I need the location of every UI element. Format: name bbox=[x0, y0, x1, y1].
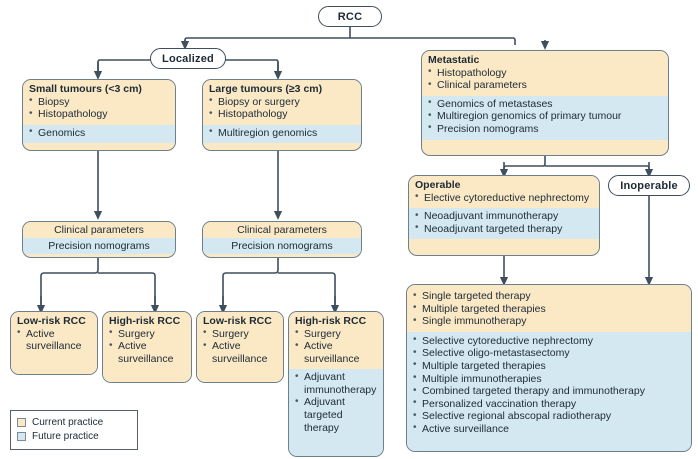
list-item: Active surveillance bbox=[295, 340, 377, 365]
list-item: Adjuvant immunotherapy bbox=[295, 371, 377, 396]
list-item: Adjuvant targeted therapy bbox=[295, 396, 377, 434]
box-operable-header: Operable bbox=[415, 179, 461, 191]
list-item: Single immunotherapy bbox=[413, 315, 685, 328]
node-inoperable[interactable]: Inoperable bbox=[608, 175, 690, 196]
list-item: Personalized vaccination therapy bbox=[413, 397, 685, 411]
box-metastatic[interactable]: Metastatic Histopathology Clinical param… bbox=[421, 50, 669, 156]
box-nomogram-right-current: Clinical parameters bbox=[203, 222, 361, 238]
node-inoperable-label: Inoperable bbox=[620, 179, 678, 192]
node-rcc-label: RCC bbox=[337, 10, 363, 23]
box-nomogram-left[interactable]: Clinical parameters Precision nomograms bbox=[22, 221, 176, 258]
list-item: Histopathology bbox=[209, 108, 355, 121]
node-localized[interactable]: Localized bbox=[150, 48, 226, 69]
list-item: Surgery bbox=[203, 327, 277, 341]
box-small-tumours[interactable]: Small tumours (<3 cm) Biopsy Histopathol… bbox=[22, 79, 176, 151]
box-small-tumours-current: Small tumours (<3 cm) Biopsy Histopathol… bbox=[23, 80, 175, 125]
box-operable-current: Operable Elective cytoreductive nephrect… bbox=[409, 176, 599, 209]
box-high-risk-1-header: High-risk RCC bbox=[109, 315, 181, 327]
list-item: Multiregion genomics bbox=[209, 126, 355, 140]
box-nomogram-left-future: Precision nomograms bbox=[23, 238, 175, 254]
list-item: Active surveillance bbox=[203, 340, 277, 365]
box-large-tumours-future: Multiregion genomics bbox=[203, 124, 361, 144]
box-high-risk-2[interactable]: High-risk RCC Surgery Active surveillanc… bbox=[288, 311, 384, 457]
list-item: Surgery bbox=[109, 327, 185, 341]
list-item: Histopathology bbox=[428, 66, 662, 80]
legend-label: Future practice bbox=[32, 431, 99, 442]
list-item: Multiple targeted therapies bbox=[413, 359, 685, 373]
box-high-risk-2-header: High-risk RCC bbox=[295, 315, 367, 327]
box-high-risk-2-current: High-risk RCC Surgery Active surveillanc… bbox=[289, 312, 383, 370]
legend-label: Current practice bbox=[32, 417, 104, 428]
box-low-risk-1-current: Low-risk RCC Active surveillance bbox=[11, 312, 97, 374]
static-text: Clinical parameters bbox=[237, 224, 327, 236]
list-item: Biopsy bbox=[29, 95, 169, 109]
node-rcc[interactable]: RCC bbox=[318, 6, 382, 27]
static-text: Clinical parameters bbox=[54, 224, 144, 236]
box-small-tumours-header: Small tumours (<3 cm) bbox=[29, 83, 142, 95]
box-nomogram-right[interactable]: Clinical parameters Precision nomograms bbox=[202, 221, 362, 258]
list-item: Neoadjuvant immunotherapy bbox=[415, 210, 593, 223]
box-metastatic-treatment[interactable]: Single targeted therapy Multiple targete… bbox=[406, 284, 692, 452]
list-item: Combined targeted therapy and immunother… bbox=[413, 385, 685, 398]
node-localized-label: Localized bbox=[162, 52, 214, 65]
box-low-risk-2[interactable]: Low-risk RCC Surgery Active surveillance bbox=[196, 311, 284, 383]
box-nomogram-right-future: Precision nomograms bbox=[203, 238, 361, 254]
list-item: Multiregion genomics of primary tumour bbox=[428, 110, 662, 123]
legend: Current practice Future practice bbox=[10, 410, 138, 450]
legend-swatch-current-icon bbox=[17, 418, 26, 427]
box-large-tumours[interactable]: Large tumours (≥3 cm) Biopsy or surgery … bbox=[202, 79, 362, 151]
list-item: Surgery bbox=[295, 327, 377, 341]
box-nomogram-left-current: Clinical parameters bbox=[23, 222, 175, 238]
list-item: Neoadjuvant targeted therapy bbox=[415, 222, 593, 236]
box-large-tumours-current: Large tumours (≥3 cm) Biopsy or surgery … bbox=[203, 80, 361, 125]
list-item: Active surveillance bbox=[109, 340, 185, 365]
list-item: Elective cytoreductive nephrectomy bbox=[415, 191, 593, 205]
static-text: Precision nomograms bbox=[48, 240, 150, 252]
list-item: Active surveillance bbox=[17, 327, 91, 353]
list-item: Active surveillance bbox=[413, 422, 685, 436]
box-operable[interactable]: Operable Elective cytoreductive nephrect… bbox=[408, 175, 600, 256]
box-metastatic-treatment-current: Single targeted therapy Multiple targete… bbox=[407, 285, 691, 332]
list-item: Biopsy or surgery bbox=[209, 95, 355, 109]
box-low-risk-1[interactable]: Low-risk RCC Active surveillance bbox=[10, 311, 98, 375]
list-item: Selective cytoreductive nephrectomy bbox=[413, 334, 685, 348]
list-item: Selective oligo-metastasectomy bbox=[413, 347, 685, 360]
static-text: Precision nomograms bbox=[231, 240, 333, 252]
box-metastatic-future: Genomics of metastases Multiregion genom… bbox=[422, 95, 668, 141]
box-operable-future: Neoadjuvant immunotherapy Neoadjuvant ta… bbox=[409, 208, 599, 240]
box-metastatic-current: Metastatic Histopathology Clinical param… bbox=[422, 51, 668, 96]
legend-item-current-practice: Current practice bbox=[17, 416, 130, 429]
box-large-tumours-header: Large tumours (≥3 cm) bbox=[209, 83, 323, 95]
list-item: Precision nomograms bbox=[428, 122, 662, 136]
list-item: Multiple immunotherapies bbox=[413, 372, 685, 386]
list-item: Single targeted therapy bbox=[413, 290, 685, 303]
list-item: Clinical parameters bbox=[428, 79, 662, 92]
box-small-tumours-future: Genomics bbox=[23, 124, 175, 144]
legend-swatch-future-icon bbox=[17, 432, 26, 441]
list-item: Genomics of metastases bbox=[428, 97, 662, 111]
box-low-risk-2-header: Low-risk RCC bbox=[203, 315, 272, 327]
box-low-risk-2-current: Low-risk RCC Surgery Active surveillance bbox=[197, 312, 283, 382]
list-item: Multiple targeted therapies bbox=[413, 302, 685, 316]
box-high-risk-2-future: Adjuvant immunotherapy Adjuvant targeted… bbox=[289, 369, 383, 456]
box-low-risk-1-header: Low-risk RCC bbox=[17, 315, 86, 327]
legend-item-future-practice: Future practice bbox=[17, 430, 130, 443]
box-metastatic-header: Metastatic bbox=[428, 54, 480, 66]
box-high-risk-1-current: High-risk RCC Surgery Active surveillanc… bbox=[103, 312, 191, 382]
box-metastatic-treatment-future: Selective cytoreductive nephrectomy Sele… bbox=[407, 331, 691, 451]
list-item: Selective regional abscopal radiotherapy bbox=[413, 410, 685, 423]
box-high-risk-1[interactable]: High-risk RCC Surgery Active surveillanc… bbox=[102, 311, 192, 383]
list-item: Genomics bbox=[29, 126, 169, 140]
list-item: Histopathology bbox=[29, 108, 169, 121]
